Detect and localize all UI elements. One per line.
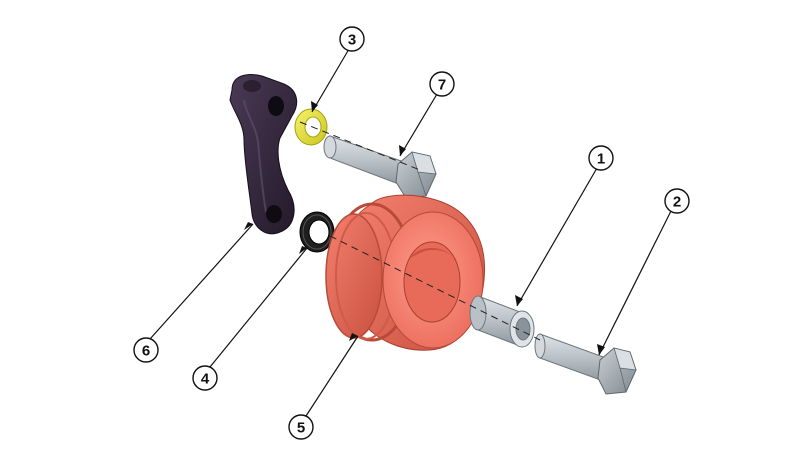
short-hex-bolt-part [534, 333, 637, 395]
leader-line-2 [598, 210, 672, 356]
arrowhead-4 [299, 246, 307, 254]
callout-circle [288, 414, 314, 440]
upper-assembly-axis [299, 121, 421, 171]
leader-line-7 [399, 93, 438, 157]
leader-line-6 [149, 223, 254, 340]
callout-5: 5 [288, 414, 314, 440]
leader-line-5 [305, 335, 359, 417]
black-washer-part [299, 211, 335, 253]
leader-lines [149, 48, 672, 417]
pulley-wheel-part [325, 194, 486, 351]
callout-number: 1 [597, 151, 605, 168]
arrowhead-3 [311, 101, 318, 112]
callout-circle [588, 145, 614, 171]
yellow-washer-part [294, 108, 328, 146]
arrowhead-5 [349, 333, 358, 341]
callout-circle [429, 71, 455, 97]
callout-circle [339, 26, 365, 52]
arrowhead-6 [244, 222, 253, 230]
callout-7: 7 [429, 71, 455, 97]
callout-number: 3 [348, 32, 356, 49]
arrowhead-7 [399, 145, 406, 156]
arrowhead-2 [597, 344, 605, 355]
spacer-sleeve-part [469, 295, 535, 348]
arrowhead-1 [515, 295, 523, 306]
callout-number: 5 [297, 420, 305, 437]
callout-2: 2 [664, 188, 690, 214]
leader-line-3 [311, 48, 350, 113]
callout-circle [133, 337, 159, 363]
link-arm-part [229, 74, 298, 235]
callout-number: 4 [201, 371, 210, 388]
callout-circle [192, 365, 218, 391]
callout-number: 7 [438, 77, 446, 94]
leader-line-1 [516, 167, 598, 307]
callout-circle [664, 188, 690, 214]
leader-line-4 [209, 247, 308, 368]
long-hex-bolt-part [323, 135, 437, 199]
callout-number: 2 [673, 194, 681, 211]
callout-4: 4 [192, 365, 218, 391]
lower-assembly-axis [329, 235, 541, 341]
callout-6: 6 [133, 337, 159, 363]
callout-3: 3 [339, 26, 365, 52]
callout-1: 1 [588, 145, 614, 171]
callout-number: 6 [142, 343, 150, 360]
